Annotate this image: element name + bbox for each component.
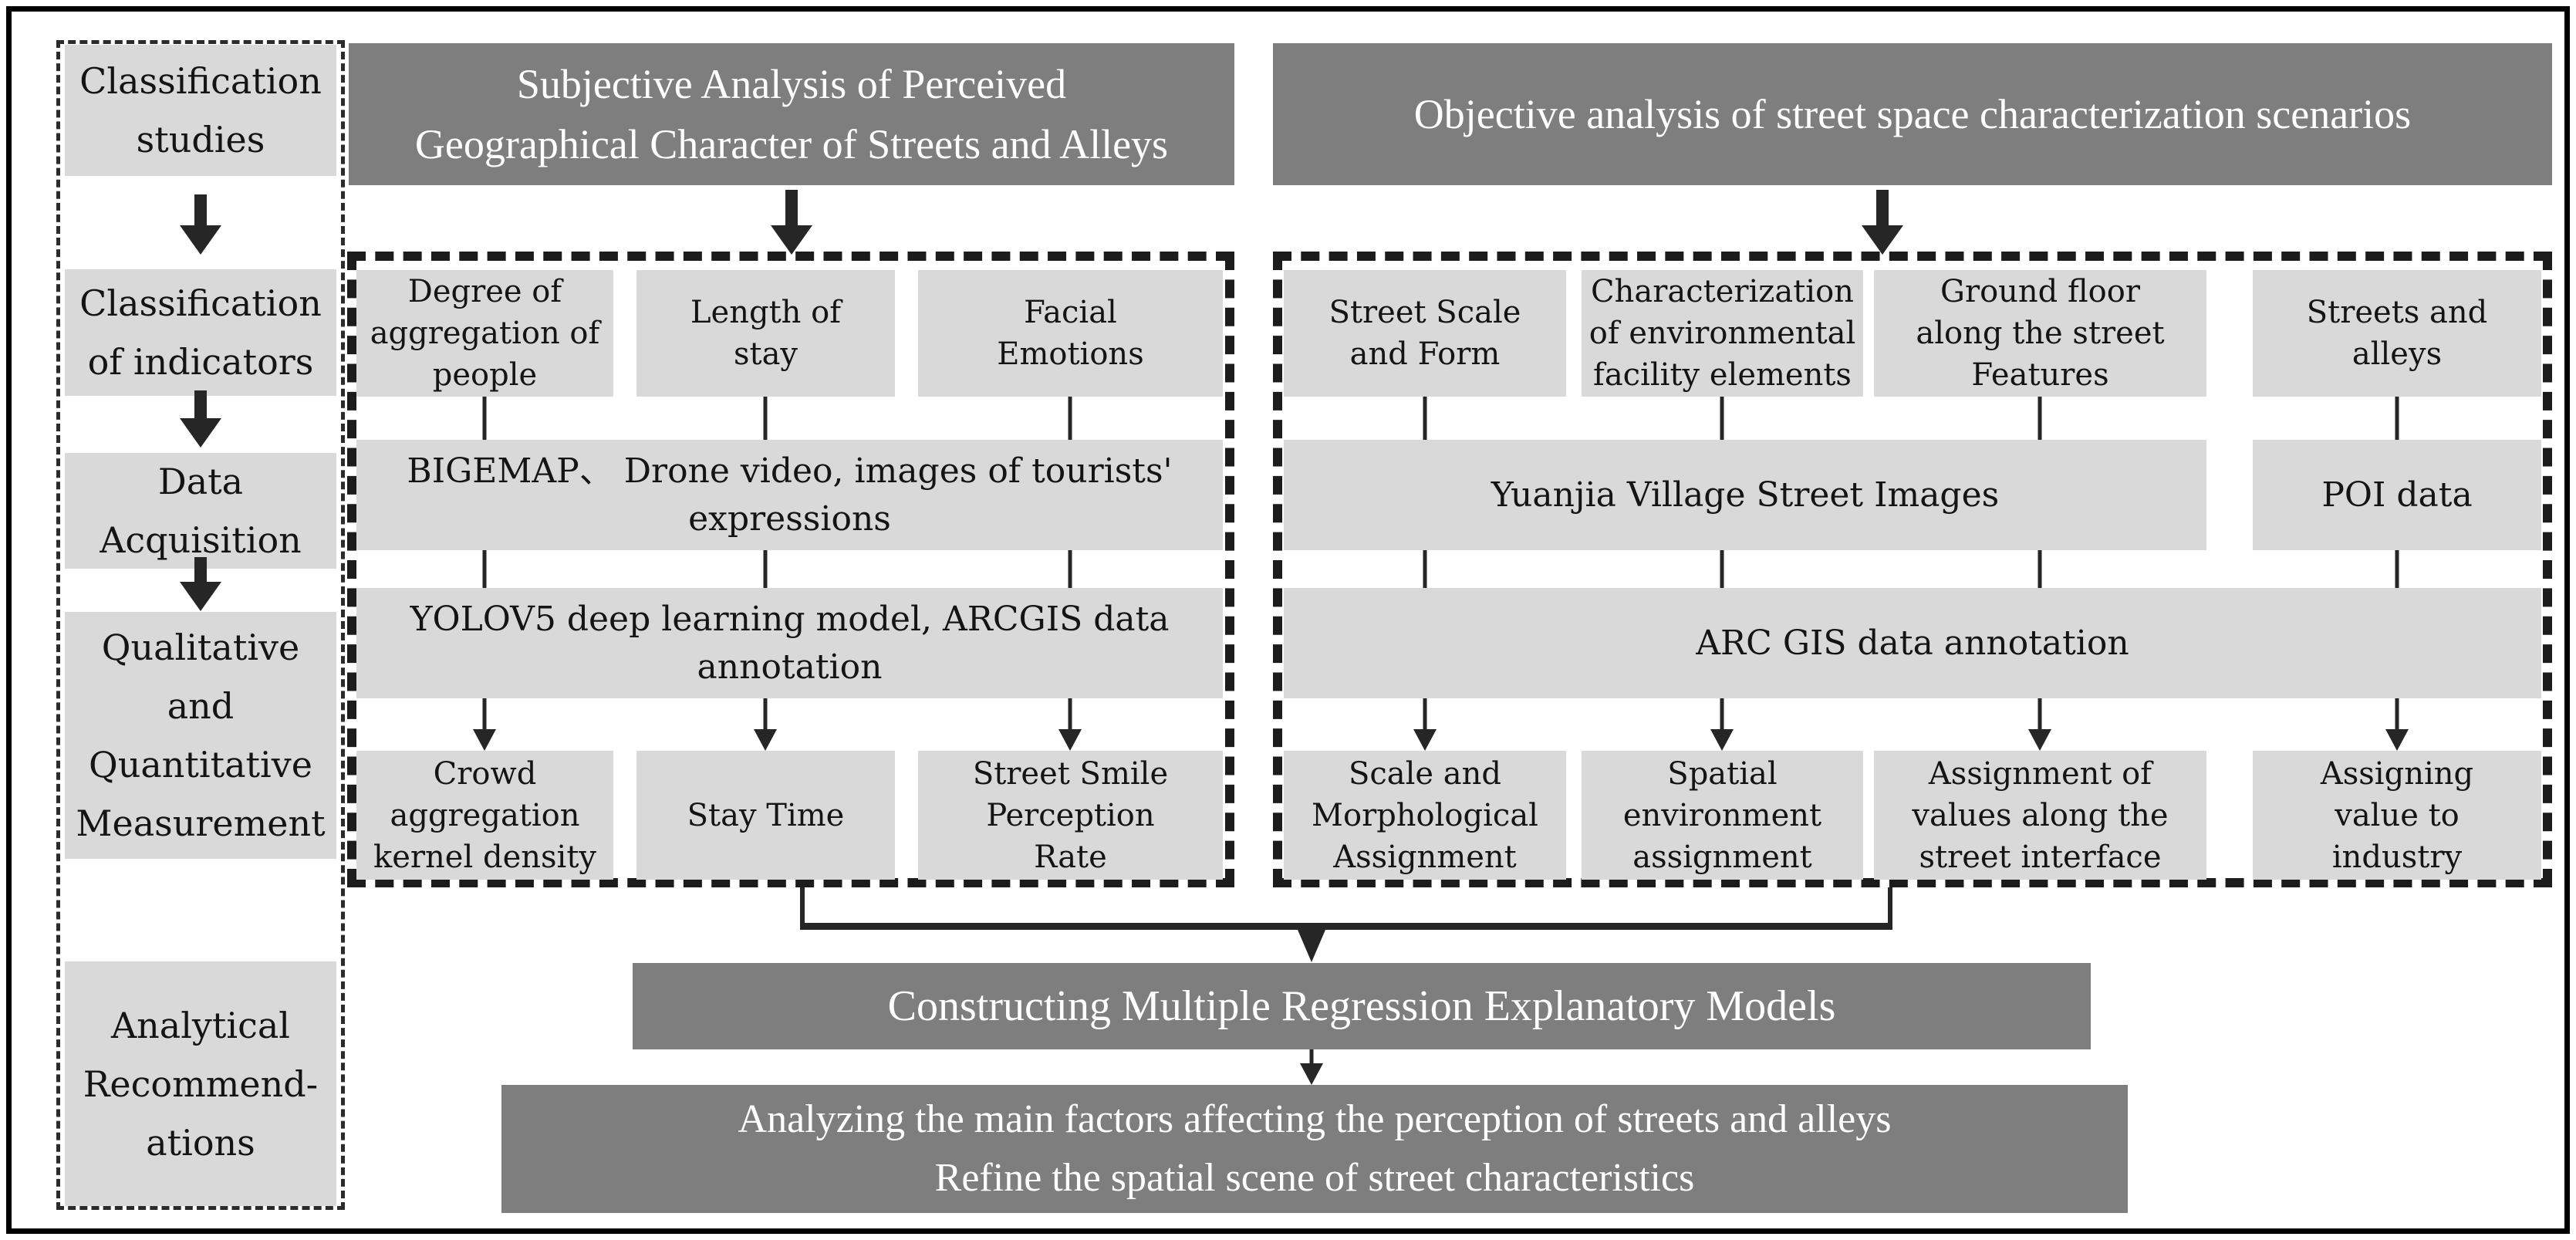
indicator-degree-of-aggregation: Degree of aggregation of people (356, 270, 613, 397)
sidebar-step-classification-of-indicators: Classification of indicators (65, 269, 336, 396)
connector-line (1423, 550, 1427, 588)
indicator-environmental-facility-elements: Characterization of environmental facili… (1582, 270, 1863, 397)
connector-line (2395, 550, 2399, 588)
indicator-streets-and-alleys: Streets and alleys (2253, 270, 2541, 397)
objective-panel-border (1273, 252, 2552, 887)
arrow-down-icon (1403, 698, 1447, 751)
arrow-down-icon (1700, 698, 1744, 751)
arrow-down-icon (179, 194, 222, 255)
arrow-down-icon (179, 390, 222, 448)
connector-line (482, 397, 487, 440)
connector-line (1888, 887, 1892, 929)
indicator-ground-floor-features: Ground floor along the street Features (1874, 270, 2206, 397)
connector-line (763, 550, 768, 588)
connector-line (1423, 397, 1427, 440)
yuanjia-village-street-images-box: Yuanjia Village Street Images (1284, 440, 2206, 550)
regression-model-banner: Constructing Multiple Regression Explana… (633, 963, 2091, 1049)
arrow-down-icon (2375, 698, 2419, 751)
arrow-down-icon (1048, 698, 1092, 751)
connector-line (763, 397, 768, 440)
connector-line (2038, 397, 2042, 440)
subjective-analysis-header: Subjective Analysis of Perceived Geograp… (349, 43, 1234, 185)
connector-line (1068, 550, 1072, 588)
arrow-down-icon (179, 557, 222, 611)
sidebar-step-data-acquisition: Data Acquisition (65, 453, 336, 569)
arrow-down-icon (1298, 930, 1325, 962)
classification-sidebar (56, 40, 345, 1210)
arrow-down-icon (2018, 698, 2061, 751)
conclusion-banner: Analyzing the main factors affecting the… (501, 1085, 2128, 1213)
connector-line (1068, 397, 1072, 440)
objective-analysis-header: Objective analysis of street space chara… (1273, 43, 2552, 185)
connector-line (800, 887, 805, 929)
connector-line (2038, 550, 2042, 588)
output-spatial-environment-assignment: Spatial environment assignment (1582, 751, 1863, 880)
subjective-methods-box: YOLOV5 deep learning model, ARCGIS data … (356, 588, 1223, 698)
output-assigning-value-to-industry: Assigning value to industry (2253, 751, 2541, 880)
output-scale-morphological-assignment: Scale and Morphological Assignment (1284, 751, 1566, 880)
output-stay-time: Stay Time (636, 751, 895, 880)
subjective-panel-border (347, 252, 1234, 887)
indicator-facial-emotions: Facial Emotions (918, 270, 1223, 397)
connector-line (482, 550, 487, 588)
connector-line (800, 923, 1892, 930)
output-street-smile-perception-rate: Street Smile Perception Rate (918, 751, 1223, 880)
subjective-data-sources-box: BIGEMAP、 Drone video, images of tourists… (356, 440, 1223, 550)
sidebar-step-classification-studies: Classification studies (65, 45, 336, 176)
arrow-down-icon (463, 698, 506, 751)
output-crowd-aggregation-kernel-density: Crowd aggregation kernel density (356, 751, 613, 880)
arrow-down-icon (1290, 1049, 1333, 1085)
figure-border (6, 6, 2570, 1234)
sidebar-step-analytical-recommendations: Analytical Recommend- ations (65, 961, 336, 1206)
objective-methods-box: ARC GIS data annotation (1284, 588, 2541, 698)
indicator-length-of-stay: Length of stay (636, 270, 895, 397)
arrow-down-icon (770, 190, 813, 255)
connector-line (1720, 550, 1724, 588)
connector-line (2395, 397, 2399, 440)
arrow-down-icon (744, 698, 787, 751)
poi-data-box: POI data (2253, 440, 2541, 550)
indicator-street-scale-and-form: Street Scale and Form (1284, 270, 1566, 397)
arrow-down-icon (1861, 190, 1904, 255)
sidebar-step-qualitative-quantitative-measurement: Qualitative and Quantitative Measurement (65, 612, 336, 859)
connector-line (1720, 397, 1724, 440)
output-assignment-values-street-interface: Assignment of values along the street in… (1874, 751, 2206, 880)
